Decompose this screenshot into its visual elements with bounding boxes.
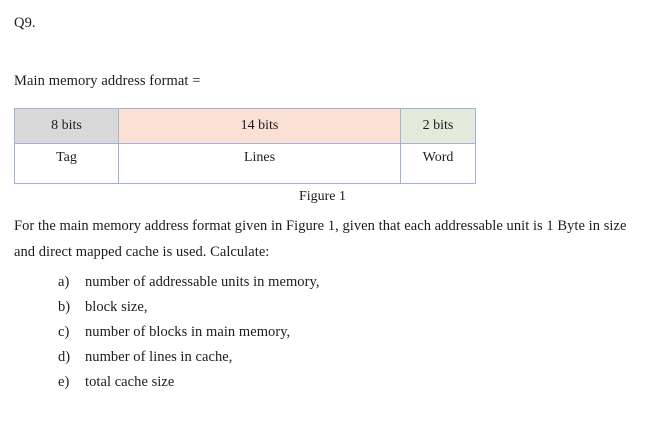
cell-tag-name: Tag <box>14 143 119 184</box>
cell-tag-bits: 8 bits <box>14 108 119 144</box>
table-row-names: Tag Lines Word <box>14 143 476 184</box>
list-item-marker: b) <box>58 299 71 315</box>
cell-word-name: Word <box>400 143 476 184</box>
list-item: e) total cache size <box>58 370 578 395</box>
list-item: d) number of lines in cache, <box>58 345 578 370</box>
list-item-marker: d) <box>58 349 71 365</box>
cell-lines-bits: 14 bits <box>118 108 401 144</box>
cell-lines-name: Lines <box>118 143 401 184</box>
body-paragraph: For the main memory address format given… <box>14 218 627 260</box>
address-format-table: 8 bits 14 bits 2 bits Tag Lines Word <box>14 108 476 184</box>
list-item-label: total cache size <box>85 374 175 390</box>
list-item-marker: c) <box>58 324 70 340</box>
task-list: a) number of addressable units in memory… <box>58 270 578 395</box>
cell-word-bits: 2 bits <box>400 108 476 144</box>
list-item-label: number of blocks in main memory, <box>85 324 291 340</box>
question-label: Q9. <box>14 15 36 31</box>
list-item-label: block size, <box>85 299 148 315</box>
list-item-label: number of lines in cache, <box>85 349 233 365</box>
figure-caption: Figure 1 <box>298 189 347 204</box>
list-item: c) number of blocks in main memory, <box>58 320 578 345</box>
list-item: b) block size, <box>58 295 578 320</box>
list-item-label: number of addressable units in memory, <box>85 274 320 290</box>
list-item-marker: a) <box>58 274 70 290</box>
list-item-marker: e) <box>58 374 70 390</box>
intro-line: Main memory address format = <box>14 73 201 89</box>
list-item: a) number of addressable units in memory… <box>58 270 578 295</box>
table-row-bits: 8 bits 14 bits 2 bits <box>14 108 476 144</box>
